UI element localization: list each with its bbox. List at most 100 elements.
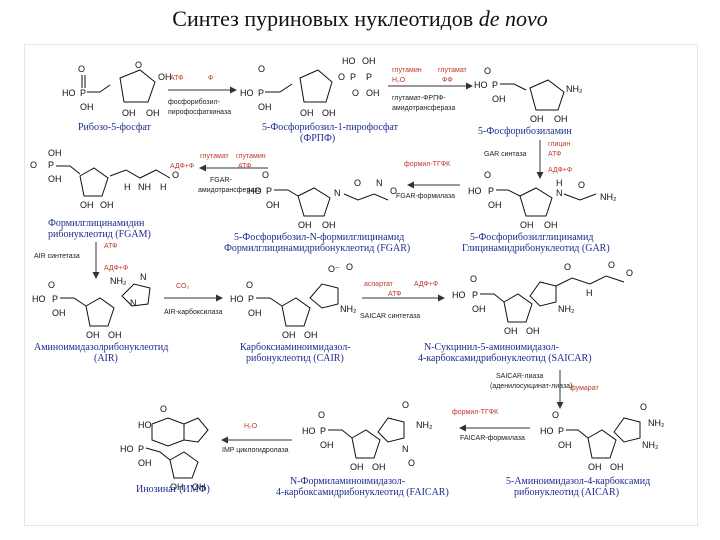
- ribose-ring: [297, 187, 331, 217]
- label-faicar-2: 4-карбоксамидрибонуклеотид (FAICAR): [276, 487, 449, 498]
- atom-oh: OH: [554, 114, 568, 124]
- atom-oh: OH: [350, 462, 364, 472]
- ribose-ring: [299, 69, 333, 103]
- imidazole-ring: [121, 283, 151, 307]
- atom-p: P: [492, 80, 498, 90]
- atom-ho: HO: [342, 56, 356, 66]
- atom-o: O: [484, 170, 491, 180]
- reagent-ppi: ФФ: [442, 77, 453, 84]
- reagent-aspartate: аспартат: [364, 281, 394, 288]
- atom-o: O: [262, 170, 269, 180]
- atom-oh: OH: [266, 200, 280, 210]
- atom-ho: HO: [230, 294, 244, 304]
- atom-h: H: [556, 178, 563, 188]
- enzyme-aicar-transformylase: FAICAR-формилаза: [460, 435, 525, 442]
- imidazole-ring: [377, 417, 405, 443]
- label-imp: Инозинат (ИМФ): [136, 484, 210, 495]
- label-fgar-2: Формилглицинамидрибонуклеотид (FGAR): [224, 243, 410, 254]
- bond: [145, 447, 171, 461]
- atom-o: O: [640, 402, 647, 412]
- molecule-prpp: HO P OH O OH OH O P P HO OH O OH: [240, 56, 380, 118]
- atom-oh: OH: [504, 326, 518, 336]
- atom-o: O: [30, 160, 37, 170]
- imidazole-ring: [613, 417, 641, 443]
- reagent-amp: Ф: [208, 75, 213, 82]
- atom-oh: OH: [492, 94, 506, 104]
- molecule-faicar: O HO P OH O NH₂ N O OH OH: [302, 400, 433, 472]
- imidazole-ring: [309, 283, 339, 309]
- reagent-formyl-thf: формил-ТГФК: [404, 161, 451, 168]
- atom-p: P: [138, 444, 144, 454]
- atom-nh2: NH₂: [340, 304, 357, 314]
- atom-n: N: [334, 188, 341, 198]
- atom-oh: OH: [488, 200, 502, 210]
- enzyme-gar-transformylase: FGAR-формилаза: [396, 193, 455, 200]
- enzyme-prpp-synthetase-2: пирофосфаткиназа: [168, 109, 231, 116]
- reagent-atp: АТФ: [170, 75, 184, 82]
- bond: [480, 293, 505, 303]
- label-air: Аминоимидазолрибонуклеотид: [34, 342, 168, 353]
- reagent-air-atp: АТФ: [104, 243, 118, 250]
- ribose-ring: [519, 187, 553, 217]
- atom-o: O: [246, 280, 253, 290]
- atom-ho: HO: [452, 290, 466, 300]
- label-cair: Карбоксиаминоимидазол-: [240, 342, 351, 353]
- ribose-ring: [85, 297, 115, 327]
- atom-o: O: [608, 260, 615, 270]
- bond: [566, 429, 589, 439]
- atom-o: O: [564, 262, 571, 272]
- reagent-h2o: H₂O: [392, 77, 406, 84]
- atom-o: O: [626, 268, 633, 278]
- atom-oh: OH: [138, 458, 152, 468]
- reagent-fumarate: фумарат: [570, 385, 599, 392]
- bond: [81, 75, 111, 93]
- atom-p: P: [558, 426, 564, 436]
- label-saicar: N-Сукцинил-5-аминоимидазол-: [424, 342, 559, 353]
- atom-o: O: [578, 180, 585, 190]
- atom-ho: HO: [240, 88, 254, 98]
- enzyme-air-synthetase: AIR синтетаза: [34, 253, 80, 260]
- atom-p: P: [472, 290, 478, 300]
- ribose-ring: [351, 429, 381, 459]
- reagent-fgam-glu: глутамин: [236, 153, 266, 160]
- molecule-fgar: O HO P OH N O N O OH OH: [248, 170, 397, 230]
- enzyme-fgam-2: амидотрансфераза: [198, 187, 261, 194]
- enzyme-air-carboxylase: AIR-карбоксилаза: [164, 308, 223, 316]
- atom-n: N: [140, 272, 147, 282]
- ribose-ring: [587, 429, 617, 459]
- ribose-ring: [119, 69, 156, 103]
- atom-n: N: [402, 444, 409, 454]
- enzyme-gar-synthetase: GAR синтаза: [484, 151, 527, 158]
- atom-oh: OH: [122, 108, 136, 118]
- label-aicar: 5-Аминоимидазол-4-карбоксамид: [506, 476, 650, 487]
- atom-oh: OH: [170, 482, 184, 492]
- atom-ho: HO: [62, 88, 76, 98]
- atom-p: P: [52, 294, 58, 304]
- atom-p: P: [248, 294, 254, 304]
- bond: [343, 193, 389, 201]
- atom-ho: HO: [468, 186, 482, 196]
- atom-o: O: [552, 410, 559, 420]
- atom-oh: OH: [146, 108, 160, 118]
- enzyme-amidotransferase: глутамат-ФРПФ-: [392, 95, 446, 102]
- atom-p: P: [366, 72, 372, 82]
- atom-oh: OH: [108, 330, 122, 340]
- bond: [256, 297, 283, 307]
- atom-oh: OH: [304, 330, 318, 340]
- atom-o: O: [258, 64, 265, 74]
- label-faicar: N-Формиламиноимидазол-: [290, 476, 405, 487]
- bond: [496, 189, 521, 197]
- atom-oh: OH: [48, 174, 62, 184]
- label-gar-2: Глицинамидрибонуклеотид (GAR): [462, 243, 610, 254]
- atom-o: O: [48, 280, 55, 290]
- atom-oh: OH: [610, 462, 624, 472]
- atom-oh: OH: [248, 308, 262, 318]
- atom-ho: HO: [302, 426, 316, 436]
- atom-o: O: [172, 170, 179, 180]
- atom-nh2: NH₂: [558, 304, 575, 314]
- bond: [563, 193, 597, 201]
- atom-p: P: [350, 72, 356, 82]
- atom-o: O: [484, 66, 491, 76]
- imidazole-ring: [529, 281, 557, 307]
